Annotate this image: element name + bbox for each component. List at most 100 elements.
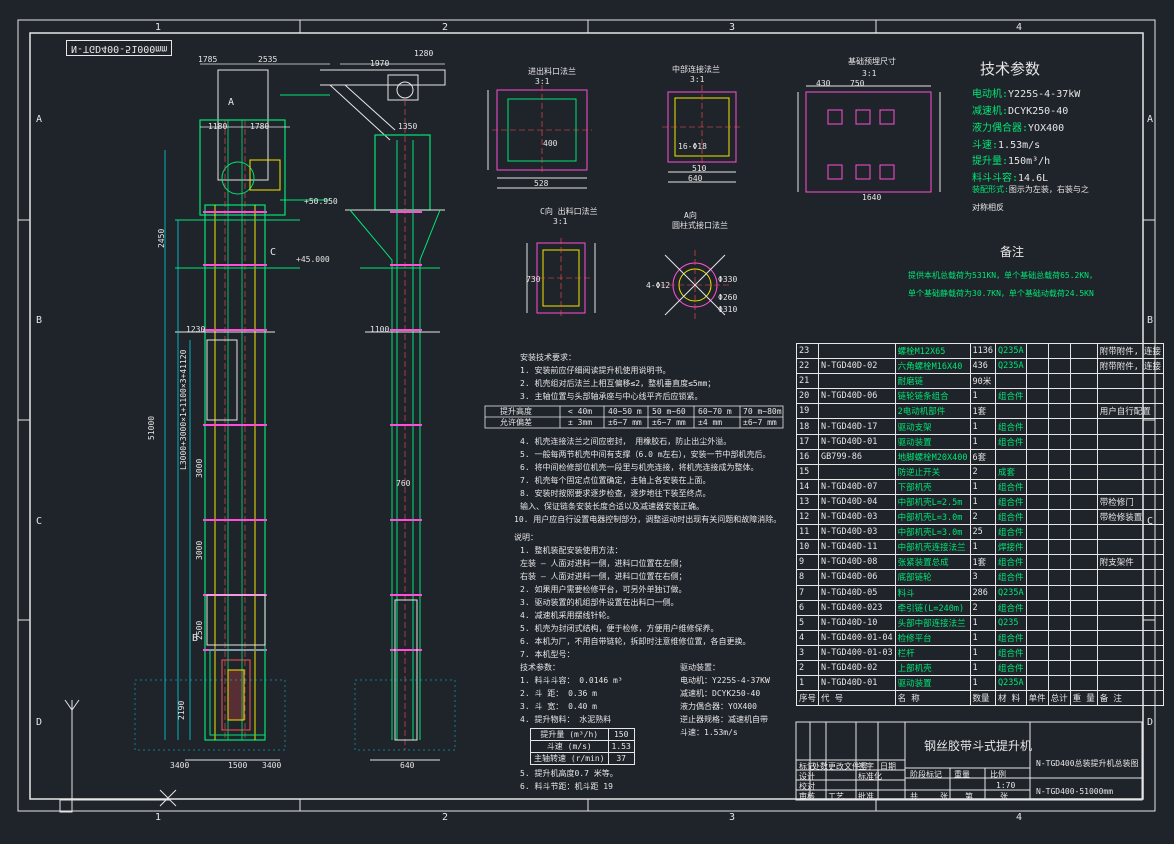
tb-label-2: 更改文件号 <box>828 762 868 771</box>
bom-cell <box>1047 358 1071 375</box>
bom-cell <box>1025 342 1049 360</box>
speed-label: 斗速: <box>972 140 999 151</box>
bom-cell: 11 <box>795 524 820 541</box>
bom-cell <box>1047 493 1071 511</box>
notes2-4: 2. 如果用户需要检修平台，可另外单独订做。 <box>520 585 687 594</box>
bom-cell: 7 <box>795 584 820 601</box>
bom-cell <box>1069 493 1098 511</box>
elev-45000: +45.000 <box>296 255 330 264</box>
install-value: 图示为左装，右装与之 <box>1008 185 1089 194</box>
notes-title: 备注 <box>1000 245 1025 259</box>
motor-label: 电动机: <box>972 89 1009 100</box>
bom-header-cell: 序号 <box>795 690 820 707</box>
bom-cell: 链轮链条组合 <box>894 388 971 405</box>
dim-1785: 1785 <box>198 55 218 64</box>
bom-cell <box>1025 629 1049 646</box>
product-name: 钢丝胶带斗式提升机 <box>924 739 1033 753</box>
bom-cell: N-TGD40D-06 <box>818 388 896 405</box>
bom-cell <box>818 373 896 390</box>
bom-cell: Q235A <box>994 584 1027 601</box>
bom-cell: 1 <box>969 433 996 450</box>
bom-cell <box>1096 659 1164 677</box>
bom-cell <box>1025 493 1049 511</box>
bom-cell: 1 <box>969 675 996 692</box>
bom-cell <box>1025 614 1049 631</box>
bom-cell <box>1047 524 1071 541</box>
bom-cell <box>1069 524 1098 541</box>
bom-cell <box>1069 358 1098 375</box>
bom-cell <box>1025 524 1049 541</box>
bom-cell <box>1096 614 1164 631</box>
tol-v3: ±6~7 mm <box>652 418 686 427</box>
bom-cell: 中部机壳L=3.0m <box>894 509 971 526</box>
dim-3000a: 3000 <box>195 458 204 478</box>
bom-cell <box>1025 509 1049 526</box>
sec-dim-16holes: 16-Φ18 <box>678 142 707 151</box>
weight-label: 重量 <box>954 770 970 779</box>
capacity-value: 150m³/h <box>1008 156 1051 167</box>
col-label-2: 2 <box>442 22 449 33</box>
tol-h0: 提升高度 <box>500 407 532 416</box>
bom-cell <box>1069 463 1098 480</box>
bom-cell <box>1047 373 1071 390</box>
col-label-3: 3 <box>729 22 736 33</box>
section-middle-scale: 3:1 <box>690 75 705 84</box>
bom-cell: 19 <box>795 403 820 420</box>
bom-cell <box>1047 554 1071 571</box>
bom-cell: N-TGD40D-05 <box>818 584 896 601</box>
bom-cell: 3 <box>969 569 996 586</box>
notes2-2: 左装 — 人面对进料一侧，进料口位置在左侧； <box>520 559 687 568</box>
bom-cell <box>1069 509 1098 526</box>
bom-cell <box>1069 388 1098 405</box>
tb-label-9: 批准 <box>858 792 874 801</box>
sheet-total: 共 <box>910 792 918 801</box>
bom-cell: N-TGD40D-08 <box>818 554 896 571</box>
bom-cell <box>1025 644 1049 661</box>
coupling-label: 液力偶合器: <box>972 123 1029 134</box>
bom-cell: 6套 <box>969 448 996 465</box>
drawing-stamp: N-TGD400-51000mm <box>66 40 173 56</box>
bom-cell: 驱动装置 <box>894 433 971 450</box>
bom-cell <box>1069 659 1098 677</box>
mini-k0: 提升量 (m³/h) <box>530 728 609 741</box>
bom-cell <box>1047 659 1071 677</box>
detail-a-title: A向 <box>684 211 697 220</box>
dim-1500: 1500 <box>228 761 248 770</box>
bom-cell <box>1069 644 1098 661</box>
bom-cell <box>1069 403 1098 420</box>
bom-cell <box>1047 448 1071 465</box>
bom-cell: 5 <box>795 614 820 631</box>
tol-v2: ±6~7 mm <box>608 418 642 427</box>
bom-cell: 1 <box>969 539 996 556</box>
bom-cell <box>1025 539 1049 556</box>
bom-cell <box>1069 448 1098 465</box>
dim-1970: 1970 <box>370 59 390 68</box>
bom-cell: N-TGD40D-03 <box>818 524 896 541</box>
section-lower-scale: 3:1 <box>553 217 568 226</box>
bom-cell: 料斗 <box>894 584 971 601</box>
bom-cell <box>1025 418 1049 435</box>
dim-1180: 1180 <box>208 122 228 131</box>
bom-cell: 组合件 <box>994 629 1027 646</box>
tol-h3: 50 m~60 <box>652 407 686 416</box>
bom-cell: 18 <box>795 418 820 435</box>
bom-cell: 组合件 <box>994 418 1027 435</box>
bom-cell: 组合件 <box>994 524 1027 541</box>
bom-cell <box>818 403 896 420</box>
elevator-side-view <box>320 63 456 761</box>
sec-dim-730: 730 <box>526 275 541 284</box>
bom-cell <box>1025 478 1049 495</box>
bom-cell: 成套 <box>994 463 1027 480</box>
bom-cell: 6 <box>795 599 820 616</box>
bom-cell <box>1096 373 1164 390</box>
bom-cell: 牵引链(L=240m) <box>894 599 971 616</box>
bom-cell <box>1069 614 1098 631</box>
capacity-mini-table: 提升量 (m³/h)150 斗速 (m/s)1.53 主轴转速 (r/min)3… <box>530 728 635 765</box>
